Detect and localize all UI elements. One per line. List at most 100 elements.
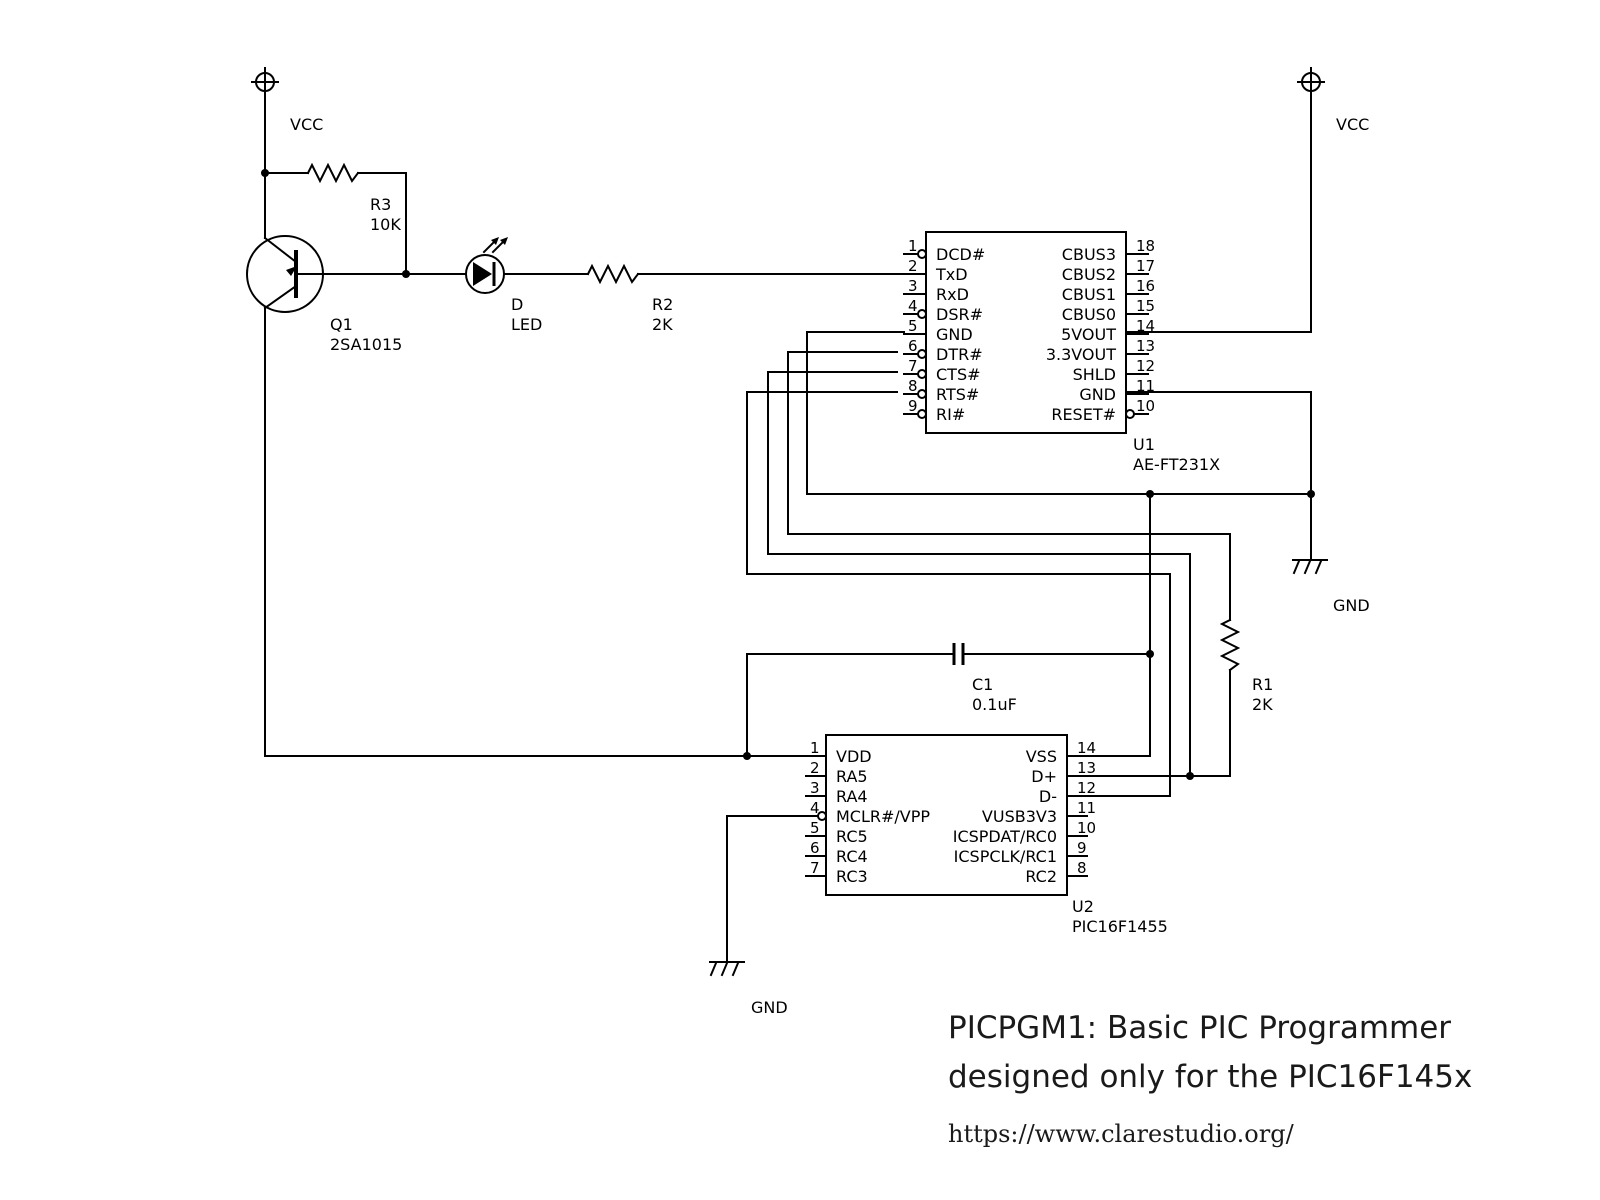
r1-ref: R1: [1252, 675, 1273, 694]
resistor-r3: [306, 162, 360, 184]
u2-pin-5-number: 5: [810, 819, 820, 837]
ground-symbol-bottom: [709, 961, 745, 977]
u1-pin-15-number: 15: [1136, 297, 1155, 315]
u1-pin-13-name: 3.3VOUT: [1046, 345, 1116, 364]
ground-symbol-right: [1292, 559, 1328, 575]
u2-pin-14-number: 14: [1077, 739, 1096, 757]
u1-pin-9-name: RI#: [936, 405, 965, 424]
d-ref: D: [511, 295, 523, 314]
q1-value: 2SA1015: [330, 335, 402, 354]
u1-pin-17-number: 17: [1136, 257, 1155, 275]
u1-pin-14-number: 14: [1136, 317, 1155, 335]
u1-pin-6-bubble: [917, 349, 927, 359]
u1-pin-18-name: CBUS3: [1062, 245, 1116, 264]
u2-pin-9-number: 9: [1077, 839, 1087, 857]
u1-ref: U1: [1133, 435, 1155, 454]
u2-value: PIC16F1455: [1072, 917, 1168, 936]
capacitor-c1: [952, 643, 965, 665]
u1-pin-8-name: RTS#: [936, 385, 979, 404]
u2-pin-8-name: RC2: [1025, 867, 1057, 886]
u2-pin-11-number: 11: [1077, 799, 1096, 817]
u1-pin-14-name: 5VOUT: [1061, 325, 1116, 344]
u1-pin-11-number: 11: [1136, 377, 1155, 395]
u2-pin-12-name: D-: [1039, 787, 1057, 806]
u1-pin-4-name: DSR#: [936, 305, 983, 324]
u2-pin-11-name: VUSB3V3: [982, 807, 1057, 826]
junction-q1-base: [402, 270, 410, 278]
u2-pin-4-number: 4: [810, 799, 820, 817]
r3-value: 10K: [370, 215, 401, 234]
u1-pin-3-name: RxD: [936, 285, 969, 304]
vcc-symbol-right: [1297, 67, 1325, 92]
gnd-label-bottom: GND: [751, 998, 788, 1017]
u1-pin-6-number: 6: [908, 337, 918, 355]
u2-pin-2-number: 2: [810, 759, 820, 777]
url-text: https://www.clarestudio.org/: [948, 1120, 1295, 1148]
u2-pin-2-name: RA5: [836, 767, 868, 786]
r2-value: 2K: [652, 315, 673, 334]
c1-value: 0.1uF: [972, 695, 1017, 714]
u2-pin-6-name: RC4: [836, 847, 868, 866]
vcc-symbol-left: [251, 67, 279, 92]
resistor-r1: [1219, 618, 1241, 672]
u1-pin-3-number: 3: [908, 277, 918, 295]
u1-pin-16-name: CBUS1: [1062, 285, 1116, 304]
u2-pin-10-name: ICSPDAT/RC0: [953, 827, 1057, 846]
u1-pin-11-name: GND: [1079, 385, 1116, 404]
u2-pin-7-name: RC3: [836, 867, 868, 886]
u1-pin-7-number: 7: [908, 357, 918, 375]
u1-pin-16-number: 16: [1136, 277, 1155, 295]
u1-pin-18-number: 18: [1136, 237, 1155, 255]
u1-pin-13-number: 13: [1136, 337, 1155, 355]
title-line-1: PICPGM1: Basic PIC Programmer: [948, 1010, 1451, 1046]
u1-pin-6-name: DTR#: [936, 345, 983, 364]
junction-dplus: [1186, 772, 1194, 780]
u1-pin-15-name: CBUS0: [1062, 305, 1116, 324]
c1-ref: C1: [972, 675, 993, 694]
q1-ref: Q1: [330, 315, 353, 334]
title-line-2: designed only for the PIC16F145x: [948, 1059, 1472, 1095]
u1-pin-9-number: 9: [908, 397, 918, 415]
u1-pin-10-bubble: [1125, 409, 1135, 419]
u1-pin-10-name: RESET#: [1051, 405, 1116, 424]
u1-pin-5-name: GND: [936, 325, 973, 344]
resistor-r2: [586, 263, 640, 285]
u2-pin-14-name: VSS: [1026, 747, 1057, 766]
u1-pin-8-bubble: [917, 389, 927, 399]
r3-ref: R3: [370, 195, 391, 214]
u2-pin-1-name: VDD: [836, 747, 872, 766]
u2-pin-8-number: 8: [1077, 859, 1087, 877]
r2-ref: R2: [652, 295, 673, 314]
u2-ref: U2: [1072, 897, 1094, 916]
u1-pin-5-number: 5: [908, 317, 918, 335]
u1-pin-1-name: DCD#: [936, 245, 985, 264]
d-value: LED: [511, 315, 542, 334]
u1-pin-8-number: 8: [908, 377, 918, 395]
u1-pin-2-number: 2: [908, 257, 918, 275]
u2-pin-7-number: 7: [810, 859, 820, 877]
u2-pin-13-number: 13: [1077, 759, 1096, 777]
u2-pin-10-number: 10: [1077, 819, 1096, 837]
r1-value: 2K: [1252, 695, 1273, 714]
u1-value: AE-FT231X: [1133, 455, 1220, 474]
u2-pin-6-number: 6: [810, 839, 820, 857]
u1-pin-2-name: TxD: [935, 265, 968, 284]
led-d: [465, 237, 508, 294]
u1-pin-1-number: 1: [908, 237, 918, 255]
u2-pin-9-name: ICSPCLK/RC1: [954, 847, 1057, 866]
u1-pin-1-bubble: [917, 249, 927, 259]
vcc-label-left: VCC: [290, 115, 323, 134]
u1-pin-10-number: 10: [1136, 397, 1155, 415]
u2-pin-3-number: 3: [810, 779, 820, 797]
u2-pin-5-name: RC5: [836, 827, 868, 846]
u1-pin-4-bubble: [917, 309, 927, 319]
u1-pin-17-name: CBUS2: [1062, 265, 1116, 284]
u1-pin-7-bubble: [917, 369, 927, 379]
u2-pin-3-name: RA4: [836, 787, 868, 806]
vcc-label-right: VCC: [1336, 115, 1369, 134]
u1-pin-4-number: 4: [908, 297, 918, 315]
u2-pin-1-number: 1: [810, 739, 820, 757]
